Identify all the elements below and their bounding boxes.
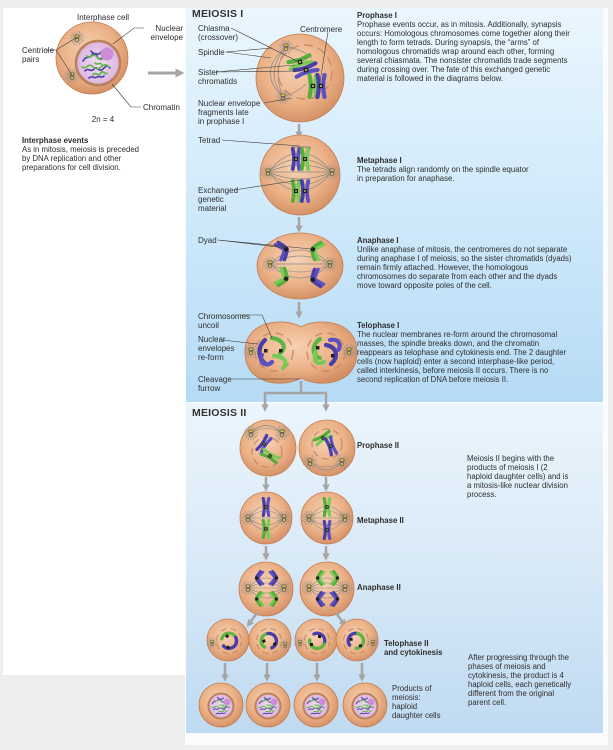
centriole-pairs-label: Centriole pairs	[22, 45, 55, 64]
centriole-icon	[69, 30, 85, 46]
anaphase-2-cells	[238, 561, 355, 617]
telophase-1-text: The nuclear membranes re-form around the…	[357, 329, 567, 384]
nuclear-envelopes-reform-label: Nuclear envelopes re-form	[198, 334, 235, 362]
telophase-1-leader-lines	[221, 314, 300, 380]
exchanged-material-label: Exchanged genetic material	[198, 185, 239, 213]
prophase-2-cells	[239, 419, 356, 477]
sister-chromatids-label: Sister chromatids	[198, 67, 238, 86]
interphase-events-text: As in mitosis, meiosis is preceded by DN…	[22, 144, 139, 172]
centriole-icon	[243, 425, 259, 441]
meiosis-summary-text: After progressing through the phases of …	[468, 652, 572, 707]
centriole-icon	[279, 639, 291, 651]
metaphase-1-title: Metaphase I	[357, 155, 402, 165]
telophase-1-title: Telophase I	[357, 320, 400, 330]
chromosomes-uncoil-label: Chromosomes uncoil	[198, 311, 251, 330]
cleavage-furrow-label: Cleavage furrow	[198, 374, 232, 393]
centriole-icon	[301, 580, 317, 596]
centriole-icon	[206, 637, 218, 649]
centriole-icon	[302, 454, 318, 470]
centriole-icon	[240, 580, 256, 596]
prophase-1-title: Prophase I	[357, 10, 397, 20]
telophase-1-cell	[243, 321, 358, 384]
anaphase-1-cell	[256, 232, 344, 300]
products-label: Products of meiosis: haploid daughter ce…	[392, 683, 441, 720]
centriole-icon	[278, 39, 294, 55]
anaphase-1-leader-lines	[217, 239, 312, 250]
metaphase-1-text: The tetrads align randomly on the spindl…	[357, 164, 529, 183]
nuclear-envelope-fragments	[277, 44, 333, 100]
centriole-icon	[301, 510, 317, 526]
centriole-icon	[367, 637, 379, 649]
centriole-icon	[334, 454, 350, 470]
centriole-icon	[322, 256, 338, 272]
centriole-icon	[276, 580, 292, 596]
centriole-icon	[275, 89, 291, 105]
telophase-2-title: Telophase II and cytokinesis	[384, 638, 443, 657]
interphase-cell-title: Interphase cell	[76, 12, 130, 22]
prophase-2-title: Prophase II	[357, 440, 400, 450]
arrows-to-products	[221, 663, 366, 682]
metaphase-2-cells	[239, 491, 354, 545]
prophase-1-text: Prophase events occur, as in mitosis. Ad…	[357, 19, 570, 83]
anaphase-1-text: Unlike anaphase of mitosis, the centrome…	[357, 244, 572, 290]
chromatin-label: Chromatin	[143, 102, 180, 112]
telophase-2-cells	[206, 618, 379, 662]
interphase-panel	[3, 8, 185, 675]
centriole-icon	[260, 164, 276, 180]
tetrad-label: Tetrad	[198, 135, 221, 145]
anaphase-1-description: Anaphase I Unlike anaphase of mitosis, t…	[357, 236, 602, 290]
centriole-icon	[337, 510, 353, 526]
centriole-icon	[276, 510, 292, 526]
arrow-down	[246, 612, 259, 628]
nucleus-icon	[353, 694, 378, 719]
nucleus-icon	[209, 694, 234, 719]
centriole-icon	[240, 510, 256, 526]
nucleus-icon	[256, 694, 281, 719]
anaphase-1-title: Anaphase I	[357, 235, 399, 245]
ploidy-label: 2n = 4	[91, 114, 115, 124]
centriole-icon	[262, 256, 278, 272]
haploid-daughter-cells	[198, 682, 388, 728]
metaphase-1-cell	[259, 134, 341, 216]
branch-arrows	[261, 381, 330, 412]
prophase-1-leader-lines	[215, 27, 329, 104]
metaphase-1-description: Metaphase I The tetrads align randomly o…	[357, 156, 602, 183]
meiosis-1-title: MEIOSIS I	[192, 8, 244, 20]
arrow-down	[334, 612, 347, 628]
meiosis-2-intro-text: Meiosis II begins with the products of m…	[467, 453, 569, 499]
prophase-1-description: Prophase I Prophase events occur, as in …	[357, 11, 602, 83]
meiosis-2-title: MEIOSIS II	[192, 407, 247, 419]
interphase-cell	[55, 21, 129, 95]
interphase-leader-lines	[45, 27, 144, 108]
anaphase-2-title: Anaphase II	[357, 582, 401, 592]
centriole-icon	[324, 164, 340, 180]
centromere-label: Centromere	[300, 24, 343, 34]
nuclear-envelope-fragments-label: Nuclear envelope fragments late in proph…	[198, 98, 261, 126]
nuclear-envelope-label: Nuclear envelope	[150, 23, 183, 42]
chiasma-label: Chiasma (crossover)	[198, 23, 239, 42]
centriole-icon	[294, 637, 306, 649]
metaphase-1-leader-lines	[221, 139, 301, 191]
centriole-icon	[274, 425, 290, 441]
dyad-label: Dyad	[198, 235, 217, 245]
nucleolus	[100, 47, 114, 61]
metaphase-2-title: Metaphase II	[357, 515, 404, 525]
telophase-1-description: Telophase I The nuclear membranes re-for…	[357, 321, 602, 384]
spindle-label: Spindle	[198, 47, 225, 57]
prophase-1-cell	[255, 33, 345, 123]
centriole-icon	[337, 580, 353, 596]
interphase-events-title: Interphase events	[22, 135, 89, 145]
nucleus-icon	[304, 694, 329, 719]
